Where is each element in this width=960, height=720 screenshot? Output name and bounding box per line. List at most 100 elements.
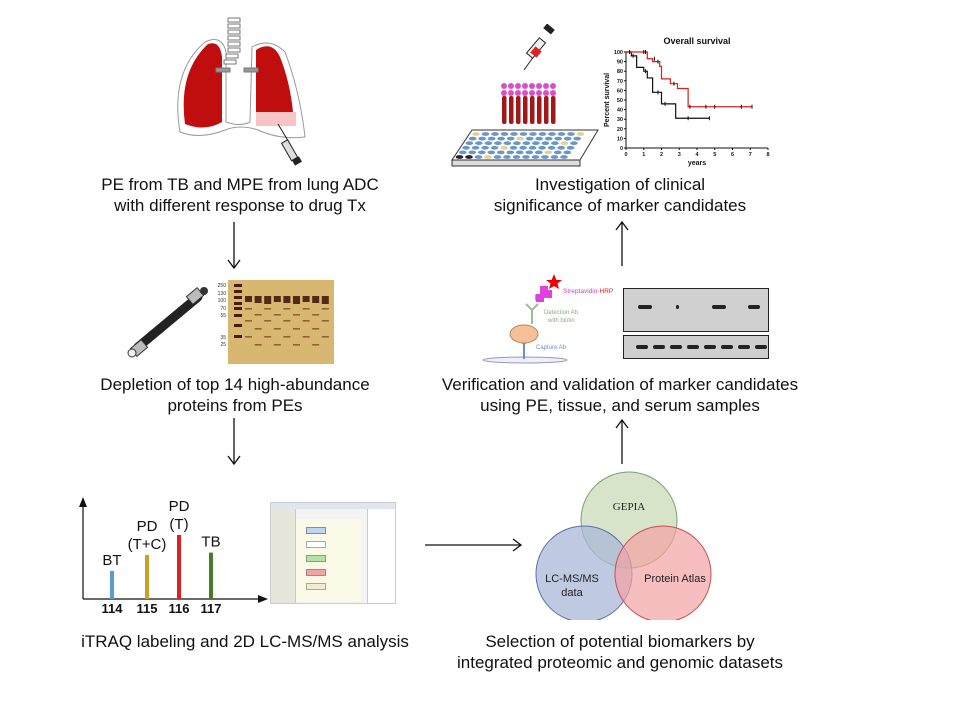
step1-caption: PE from TB and MPE from lung ADC with di… [80,174,400,216]
blot-band [687,345,699,349]
plate-well [544,136,553,141]
plate-well [551,141,559,146]
tube-cap [550,83,556,89]
plate-well [567,132,575,136]
plate-well [490,145,499,150]
plate-well [513,141,521,146]
venn-label-protein-atlas: Protein Atlas [644,573,706,585]
plate-well [566,145,575,150]
plate-well [525,136,534,141]
plate-well [573,136,581,141]
step3-line1: iTRAQ labeling and 2D LC-MS/MS analysis [81,632,409,651]
gel-band [321,336,329,338]
tube-cap [529,90,535,96]
x-tick-label: 3 [678,152,681,158]
plate-well [478,150,486,155]
plate-well [465,155,473,159]
96-well-plate [451,129,599,167]
blood-tube [502,96,507,124]
plate-well [570,141,578,146]
blot-band [712,305,726,309]
plate-well [557,145,565,150]
arrow-up-2 [615,220,629,266]
venn-diagram: GEPIA LC-MS/MS data Protein Atlas [535,471,712,620]
gel-band [254,344,262,346]
itraq-peak-label-2: (T+C) [128,536,167,553]
itraq-peak-label-2: (T) [169,516,188,533]
plate-well [519,132,528,136]
window-titlebar [271,503,395,509]
gel-marker: 25 [220,342,226,348]
y-tick-label: 70 [617,79,623,85]
tube-cap [522,83,528,89]
plate-well [497,150,505,155]
plate-well [563,150,572,155]
plate-well [512,155,521,159]
itraq-peak-bar [209,552,213,599]
plate-well [538,132,547,136]
blot-band [670,345,682,349]
plate-well [560,141,569,146]
plate-well [576,132,585,136]
tube-cap [501,83,507,89]
step5-line1: Verification and validation of marker ca… [441,375,799,394]
right-lung [256,46,293,112]
plate-well [474,155,483,159]
gel-band [302,336,310,338]
gel-marker: 250 [217,283,226,289]
left-lung [183,43,222,128]
detection-label-2: with biotin [547,318,575,324]
ladder-band [234,296,242,299]
plate-well [519,145,527,150]
workflow-node [306,541,326,548]
venn-circle-protein-atlas [614,525,712,620]
survival-curve-red-group [626,51,753,108]
plate-well [528,145,537,150]
blood-tube [523,96,528,124]
tube-cap [543,90,549,96]
software-screenshot [270,502,396,604]
sidebar-panel [271,509,296,603]
plate-well [475,141,483,146]
plate-well [525,150,534,155]
itraq-peak-label-1: TB [201,534,220,551]
gel-band [283,336,291,338]
step2-line2: proteins from PEs [167,396,303,415]
step2-line1: Depletion of top 14 high-abundance [100,375,370,394]
gel-band [264,320,272,322]
detection-label-1: Detection Ab [544,310,579,316]
ladder-band [234,324,242,327]
streptavidin-hrp [536,286,552,302]
y-tick-label: 90 [617,60,623,66]
blot-band [653,345,665,349]
plate-well [544,150,553,155]
depletion-column-icon [127,286,208,358]
blot-band [638,305,652,309]
y-tick-label: 10 [617,136,623,142]
arrow-down-1 [227,222,241,270]
itraq-peak-label-1: PD [137,518,158,535]
x-tick-label: 8 [766,152,769,158]
step6-caption: Investigation of clinical significance o… [460,174,780,216]
plate-well [487,136,496,141]
tube-cap [515,90,521,96]
gel-band [273,314,281,316]
gel-band [293,328,300,330]
ladder-band [234,284,242,287]
workflow-node [306,569,326,576]
ladder-band [234,307,242,310]
tube-cap [508,90,514,96]
plate-well [472,132,480,136]
venn-label-gepia: GEPIA [613,501,645,513]
plate-well [535,150,543,155]
step5-caption: Verification and validation of marker ca… [420,374,820,416]
plate-well [471,145,480,150]
effusion-region [256,112,296,126]
plate-well [493,155,502,159]
plate-well [500,132,509,136]
plate-well [516,136,524,141]
syringe-icon [523,24,555,71]
survival-curve-black-group [626,51,710,119]
workflow-node [306,527,326,534]
